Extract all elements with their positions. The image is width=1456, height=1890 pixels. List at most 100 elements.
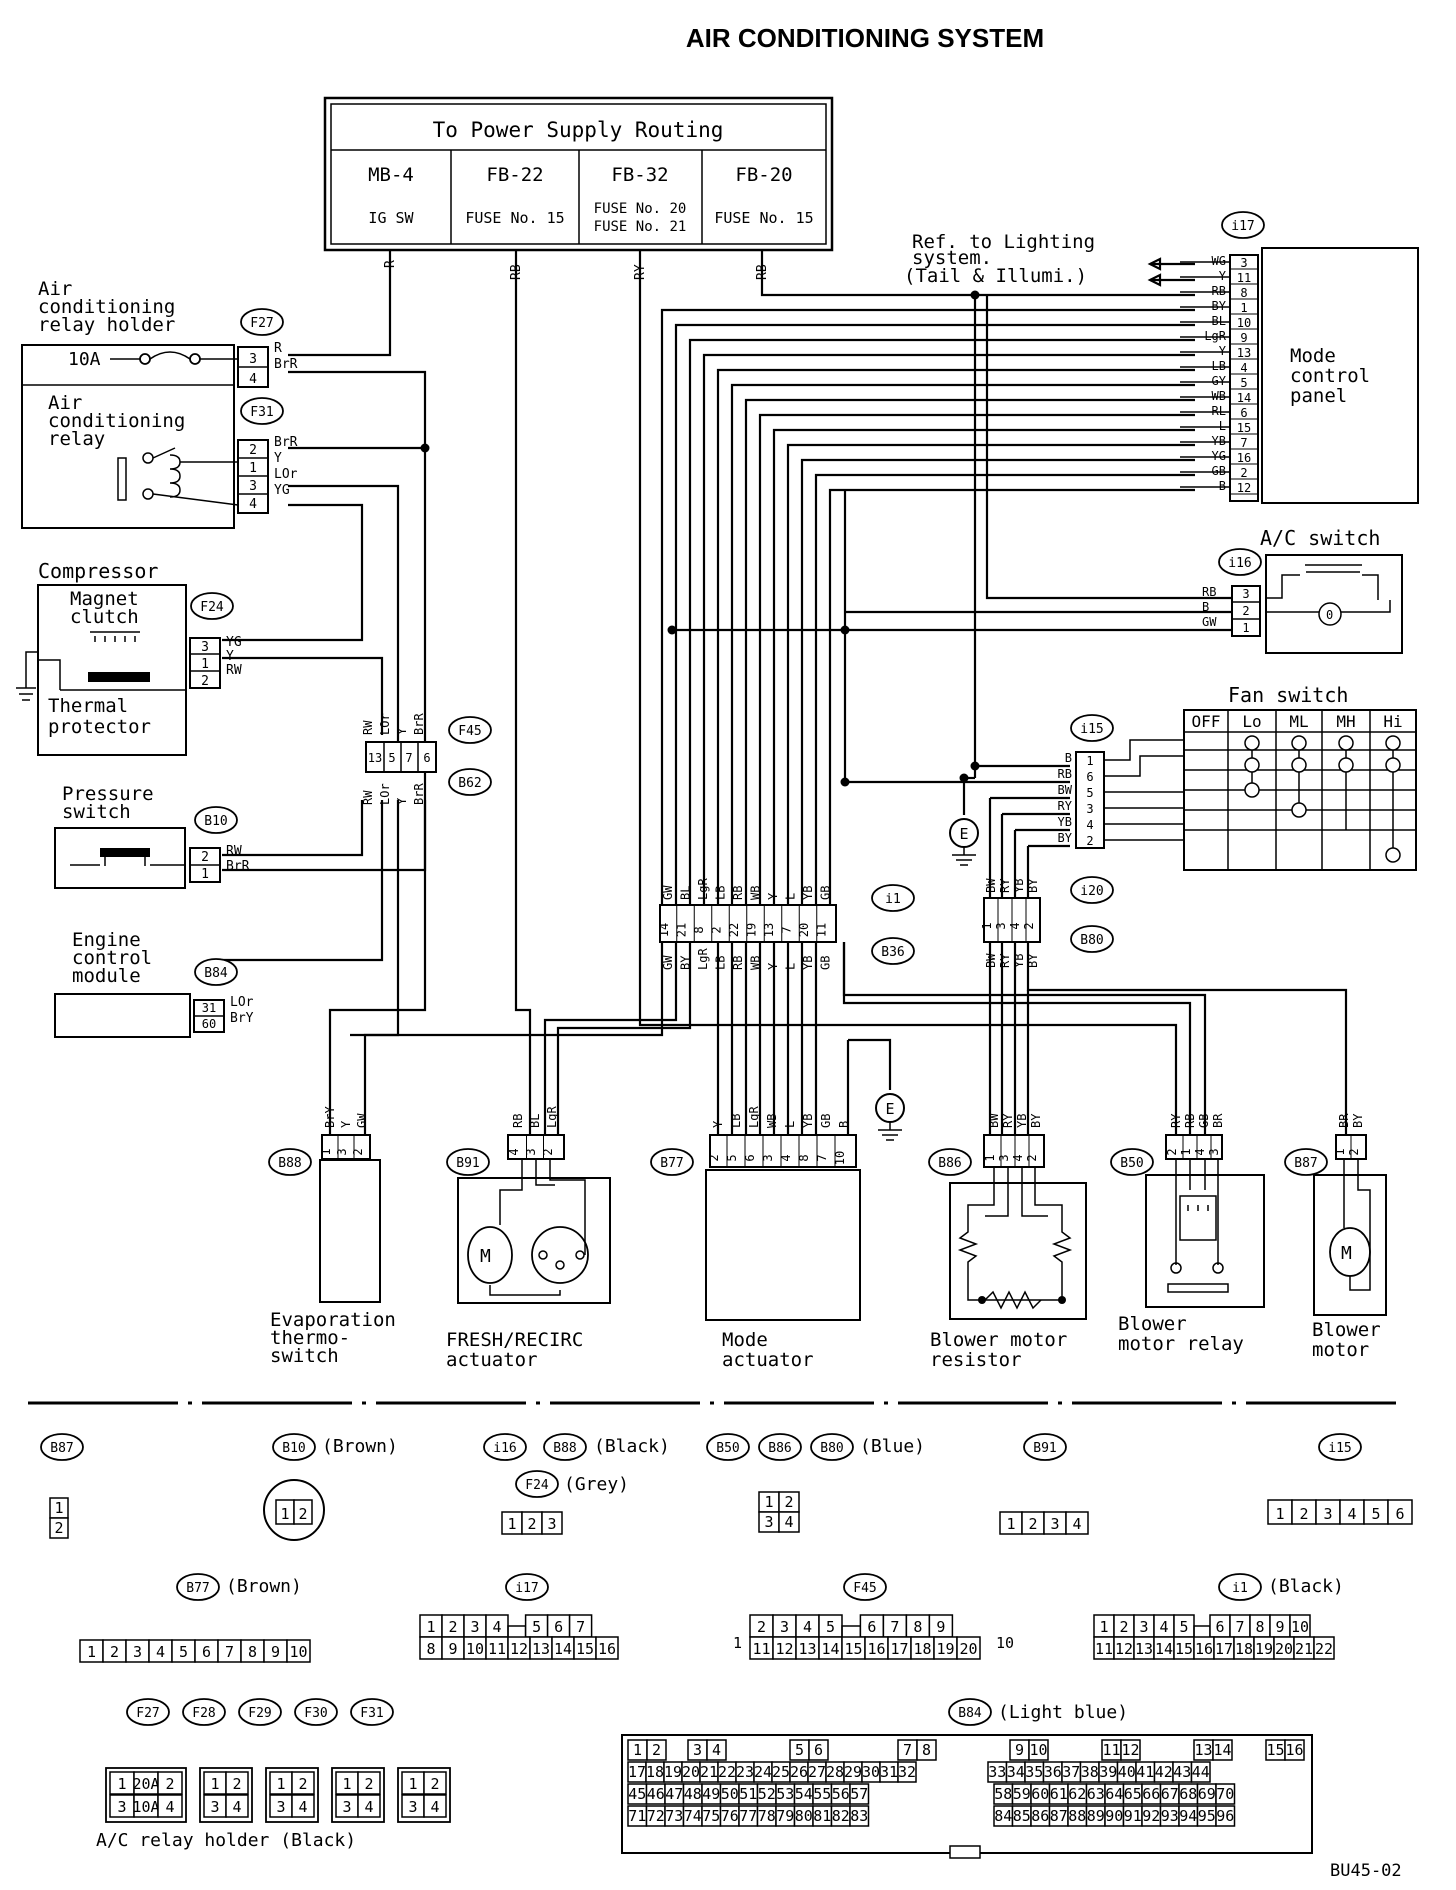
pin-number: 7: [225, 1643, 234, 1661]
pin-number: 14: [1213, 1741, 1231, 1759]
wire-label: BrY: [323, 1106, 337, 1128]
pin-label: 4: [1193, 1148, 1207, 1155]
page-title: AIR CONDITIONING SYSTEM: [686, 23, 1044, 53]
connector-tag: i1: [1218, 1573, 1262, 1601]
svg-text:2: 2: [1242, 604, 1249, 618]
pin-number: 7: [903, 1741, 912, 1759]
pin-number: 21: [1295, 1640, 1313, 1658]
pin-number: 12: [510, 1640, 528, 1658]
pin-label: 3: [335, 1148, 349, 1155]
svg-text:Blower: Blower: [1312, 1319, 1381, 1341]
svg-text:Air: Air: [48, 392, 82, 414]
pin-number: 5: [179, 1643, 188, 1661]
fb32-desc: FUSE No. 20: [594, 201, 687, 217]
wire-label: GW: [355, 1113, 369, 1128]
mb4-desc: IG SW: [368, 209, 414, 227]
svg-text:60: 60: [202, 1017, 216, 1031]
pin-number: 39: [1099, 1763, 1117, 1781]
pin-number: 35: [1025, 1763, 1043, 1781]
wire-label: BL: [528, 1114, 542, 1128]
pin-number: 2: [1119, 1618, 1128, 1636]
legend-note: (Grey): [564, 1474, 629, 1495]
pin-cell: [1120, 1739, 1141, 1761]
pin-number: 6: [202, 1643, 211, 1661]
pin-number: 20: [1275, 1640, 1293, 1658]
pin-number: 14: [821, 1640, 839, 1658]
svg-text:FRESH/RECIRC: FRESH/RECIRC: [446, 1329, 583, 1351]
mode-panel-pin: 11: [1237, 271, 1251, 285]
mode-panel-pin: 3: [1240, 256, 1247, 270]
pin-number: 1: [408, 1775, 417, 1793]
svg-text:relay: relay: [48, 428, 105, 450]
connector-tag: F45: [843, 1573, 887, 1601]
svg-text:31: 31: [202, 1001, 216, 1015]
connector-tag-label: i16: [493, 1441, 516, 1456]
svg-text:0: 0: [1326, 608, 1333, 622]
mode-panel-pin: 7: [1240, 436, 1247, 450]
pin-label: 2: [1347, 1148, 1361, 1155]
pin-number: 74: [684, 1807, 702, 1825]
ground-symbol-2: E: [875, 1080, 905, 1141]
pin-number: 16: [867, 1640, 885, 1658]
mode-panel-pin: 10: [1237, 316, 1251, 330]
pin-cell: [808, 1739, 829, 1761]
wire-label: YB: [801, 886, 815, 900]
mode-panel-wire: YG: [1212, 449, 1226, 463]
svg-text:2: 2: [249, 443, 257, 458]
connector-tag-label: F29: [248, 1706, 271, 1721]
pin-label: 2: [1025, 1154, 1039, 1161]
pin-number: 46: [647, 1785, 665, 1803]
pin-label: 7: [815, 1154, 829, 1161]
svg-text:RW: RW: [226, 844, 242, 859]
svg-text:7: 7: [405, 751, 412, 765]
pin-number: 15: [1266, 1741, 1284, 1759]
pin-number: 18: [1235, 1640, 1253, 1658]
pin-cell: [1313, 1636, 1335, 1660]
pin-number: 40: [1118, 1763, 1136, 1781]
svg-text:ML: ML: [1289, 712, 1308, 731]
wire-label: YB: [801, 956, 815, 970]
connector-i16: i16: [1228, 556, 1251, 571]
connector-tag: B80: [810, 1433, 854, 1461]
pin-number: 4: [430, 1798, 439, 1816]
pin-cell: [1363, 1499, 1389, 1525]
connector-f27: F27: [240, 308, 284, 336]
pin-number: 92: [1142, 1807, 1160, 1825]
svg-text:3: 3: [201, 640, 209, 655]
pin-number: 75: [702, 1807, 720, 1825]
svg-text:Y: Y: [274, 451, 282, 466]
svg-text:LOr: LOr: [378, 783, 392, 805]
pin-cell: [1387, 1499, 1413, 1525]
svg-text:YG: YG: [226, 635, 242, 650]
figure-code: BU45-02: [1330, 1861, 1402, 1881]
mode-panel-wire: RL: [1212, 404, 1226, 418]
pin-number: 21: [700, 1763, 718, 1781]
pin-label: 5: [725, 1154, 739, 1161]
pin-number: 8: [1255, 1618, 1264, 1636]
pin-label: 1: [1179, 1148, 1193, 1155]
pin-number: 38: [1081, 1763, 1099, 1781]
pin-label: 8: [692, 926, 706, 933]
power-supply-header: To Power Supply Routing: [433, 118, 724, 142]
pin-number: 10: [289, 1643, 307, 1661]
fan-switch: Fan switch OFF Lo ML MH Hi 1B6RB5BW3RY4Y…: [1058, 683, 1417, 871]
connector-i15: i15: [1080, 722, 1103, 737]
fan-pin: 4: [1086, 818, 1093, 832]
pin-number: 42: [1155, 1763, 1173, 1781]
connector-tag-label: B86: [768, 1441, 791, 1456]
connector-tag-label: B87: [50, 1441, 73, 1456]
wire-label: LgR: [696, 948, 710, 970]
pin-number: 70: [1216, 1785, 1234, 1803]
pin-cell: [595, 1636, 619, 1660]
svg-text:BrR: BrR: [226, 859, 250, 874]
pin-number: 50: [721, 1785, 739, 1803]
wire-label: LB: [729, 1114, 743, 1128]
svg-text:Magnet: Magnet: [70, 588, 139, 610]
pin-number: 20: [682, 1763, 700, 1781]
mode-panel-wire: GY: [1212, 374, 1227, 388]
pin-number: 1: [210, 1775, 219, 1793]
pin-number: 1: [764, 1493, 773, 1511]
svg-text:motor: motor: [1312, 1339, 1369, 1361]
